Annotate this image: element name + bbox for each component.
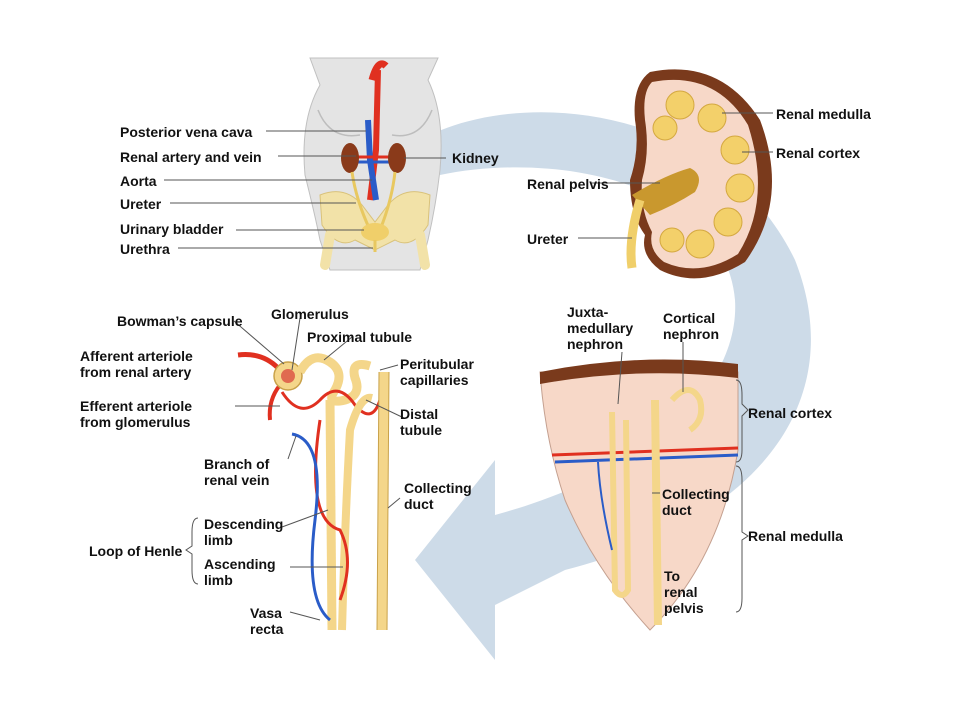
collecting-duct-edge xyxy=(376,371,390,631)
flow-arrow-body xyxy=(415,112,811,660)
juxta-line-3: nephron xyxy=(567,336,623,352)
pelvis-bone xyxy=(319,191,431,251)
pelvis-line-2: renal xyxy=(664,584,698,600)
wedge-capsule xyxy=(540,359,738,384)
right-leg-bone xyxy=(415,230,430,270)
renal-pyramids xyxy=(652,90,755,259)
collecting-line-1: Collecting xyxy=(404,480,472,496)
left-kidney xyxy=(341,143,359,173)
wedge-collecting-duct xyxy=(651,399,662,626)
aortic-arch xyxy=(368,60,389,81)
kidney-cross-section xyxy=(626,69,772,279)
breast-right xyxy=(391,109,433,137)
branch-line-2: renal vein xyxy=(204,472,270,488)
label-loop-of-henle: Loop of Henle xyxy=(89,543,183,559)
glomerulus-shape xyxy=(281,369,295,383)
label-juxtamedullary-nephron: Juxta- medullary nephron xyxy=(567,304,633,352)
vasa-line-1: Vasa xyxy=(250,605,282,621)
wedge-collecting-line-1: Collecting xyxy=(662,486,730,502)
label-cortical-nephron: Cortical nephron xyxy=(663,310,719,342)
loop-ascending xyxy=(338,393,373,631)
nephron-detail xyxy=(237,352,390,631)
peritubular-line-1: Peritubular xyxy=(400,356,474,372)
label-distal-tubule: Distal tubule xyxy=(400,406,442,438)
loop-descending xyxy=(325,399,337,631)
arcuate-vein xyxy=(554,453,739,464)
pelvis-line-1: To xyxy=(664,568,681,584)
flow-arrow xyxy=(415,112,811,660)
branch-line-1: Branch of xyxy=(204,456,270,472)
nephron-leader-lines xyxy=(185,317,405,621)
label-urethra: Urethra xyxy=(120,241,170,257)
renal-wedge xyxy=(539,359,739,631)
ascending-line-2: limb xyxy=(204,572,233,588)
label-ureter-body: Ureter xyxy=(120,196,162,212)
label-renal-artery-and-vein: Renal artery and vein xyxy=(120,149,262,165)
cortical-line-2: nephron xyxy=(663,326,719,342)
descending-line-1: Descending xyxy=(204,516,284,532)
bladder xyxy=(361,223,389,241)
label-to-renal-pelvis: To renal pelvis xyxy=(664,568,704,616)
vasa-line-2: recta xyxy=(250,621,284,637)
label-efferent-arteriole: Efferent arteriole from glomerulus xyxy=(80,398,192,430)
label-posterior-vena-cava: Posterior vena cava xyxy=(120,124,253,140)
label-renal-pelvis: Renal pelvis xyxy=(527,176,609,192)
efferent-line-1: Efferent arteriole xyxy=(80,398,193,414)
afferent-line-2: from renal artery xyxy=(80,364,192,380)
label-renal-medulla-wedge: Renal medulla xyxy=(748,528,843,544)
juxta-line-1: Juxta- xyxy=(567,304,609,320)
label-ureter-kidney: Ureter xyxy=(527,231,569,247)
label-vasa-recta: Vasa recta xyxy=(250,605,283,637)
pelvis-line-3: pelvis xyxy=(664,600,704,616)
kidney-leader-lines xyxy=(578,112,773,239)
vena-cava-vessel xyxy=(365,119,379,201)
label-renal-cortex-wedge: Renal cortex xyxy=(748,405,833,421)
distal-line-1: Distal xyxy=(400,406,439,422)
juxtamedullary-loop xyxy=(609,411,632,598)
label-aorta: Aorta xyxy=(120,173,157,189)
vasa-recta-blue xyxy=(291,432,331,622)
arcuate-artery xyxy=(551,446,739,457)
efferent-arteriole xyxy=(267,383,282,421)
peritubular-capillaries-shape xyxy=(280,389,382,416)
label-proximal-tubule: Proximal tubule xyxy=(307,329,413,345)
label-branch-of-renal-vein: Branch of renal vein xyxy=(204,456,269,488)
label-afferent-arteriole: Afferent arteriole from renal artery xyxy=(80,348,193,380)
torso-illustration xyxy=(303,57,442,271)
label-peritubular-capillaries: Peritubular capillaries xyxy=(400,356,474,388)
efferent-line-2: from glomerulus xyxy=(80,414,191,430)
descending-line-2: limb xyxy=(204,532,233,548)
label-descending-limb: Descending limb xyxy=(204,516,283,548)
proximal-tubule-shape xyxy=(296,353,372,406)
kidney-ureter-tube xyxy=(626,198,645,269)
wedge-leader-lines xyxy=(617,342,749,613)
cortical-nephron-tubule xyxy=(669,387,705,433)
label-urinary-bladder: Urinary bladder xyxy=(120,221,224,237)
label-glomerulus: Glomerulus xyxy=(271,306,349,322)
juxta-line-2: medullary xyxy=(567,320,634,336)
peritubular-line-2: capillaries xyxy=(400,372,469,388)
wedge-collecting-line-2: duct xyxy=(662,502,692,518)
label-renal-medulla-top: Renal medulla xyxy=(776,106,871,122)
label-renal-cortex-top: Renal cortex xyxy=(776,145,861,161)
left-leg-bone xyxy=(320,230,335,270)
wedge-vein-branch xyxy=(597,461,613,551)
cortical-line-1: Cortical xyxy=(663,310,716,326)
label-collecting-duct-nephron: Collecting duct xyxy=(404,480,472,512)
afferent-line-1: Afferent arteriole xyxy=(80,348,193,364)
label-ascending-limb: Ascending limb xyxy=(204,556,276,588)
collecting-duct-shape xyxy=(377,371,389,631)
distal-line-2: tubule xyxy=(400,422,442,438)
label-collecting-duct-wedge: Collecting duct xyxy=(662,486,730,518)
kidney-pelvis-shape xyxy=(632,168,699,215)
right-kidney xyxy=(388,143,406,173)
ascending-line-1: Ascending xyxy=(204,556,276,572)
label-bowmans-capsule: Bowman’s capsule xyxy=(117,313,243,329)
body-leader-lines xyxy=(164,130,446,249)
collecting-line-2: duct xyxy=(404,496,434,512)
label-kidney: Kidney xyxy=(452,150,499,166)
afferent-arteriole xyxy=(237,352,280,370)
